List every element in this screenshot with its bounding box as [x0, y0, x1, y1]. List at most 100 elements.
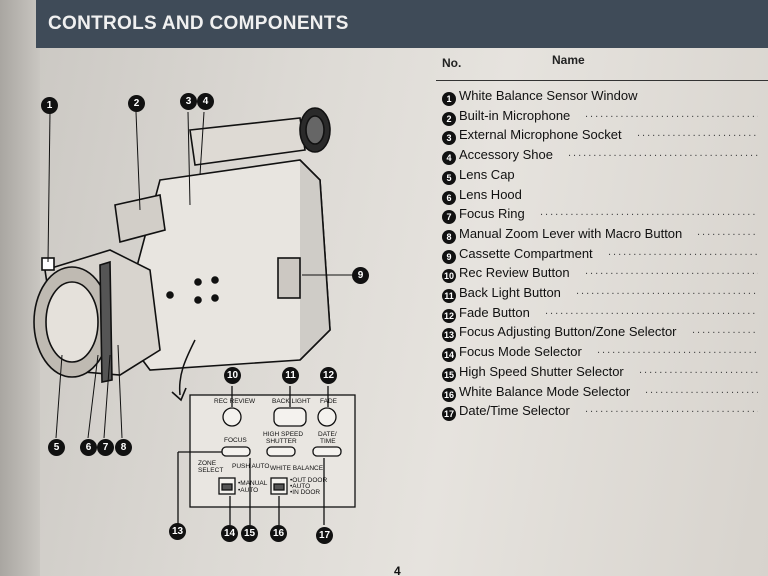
item-name: High Speed Shutter Selector	[459, 363, 624, 379]
leader-dots: ........................................…	[645, 383, 758, 396]
item-name: Focus Mode Selector	[459, 344, 582, 360]
zone-label: ZONE	[198, 460, 217, 467]
callout-2: 2	[128, 95, 145, 112]
item-name: Back Light Button	[459, 285, 561, 300]
leader-dots: ........................................…	[540, 206, 758, 219]
leader-dots: ........................................…	[576, 285, 758, 297]
leader-dots: ........................................…	[639, 363, 758, 376]
item-number-badge: 5	[442, 170, 456, 185]
callout-9: 9	[352, 267, 369, 284]
item-number-badge: 4	[442, 151, 456, 166]
callout-10: 10	[224, 367, 241, 384]
time-label: TIME	[320, 438, 336, 445]
page-title: CONTROLS AND COMPONENTS	[48, 13, 349, 34]
item-number-badge: 14	[442, 348, 456, 363]
callout-7: 7	[97, 439, 114, 456]
item-number-badge: 11	[442, 289, 456, 303]
item-name: Fade Button	[459, 304, 530, 320]
column-header-name: Name	[552, 53, 585, 67]
indoor-label: •IN DOOR	[290, 489, 320, 496]
leader-dots: ........................................…	[545, 304, 758, 317]
item-name: Date/Time Selector	[459, 403, 570, 419]
white-balance-label: WHITE BALANCE	[270, 465, 324, 472]
item-name: Lens Cap	[459, 166, 515, 182]
callout-4: 4	[197, 93, 214, 110]
panel-labels: REC REVIEW BACK LIGHT FADE FOCUS HIGH SP…	[198, 398, 338, 496]
item-number-badge: 10	[442, 269, 456, 284]
callout-14: 14	[221, 525, 238, 542]
column-header-no: No.	[442, 56, 462, 70]
page-shadow	[0, 0, 40, 576]
focus-label: FOCUS	[224, 437, 247, 444]
item-number-badge: 7	[442, 210, 456, 225]
page-number: 4	[394, 564, 401, 576]
leader-dots: ........................................…	[585, 265, 758, 278]
leader-dots: ........................................…	[597, 344, 758, 357]
shutter-label: SHUTTER	[266, 438, 297, 445]
manual-label: •MANUAL	[238, 480, 268, 487]
leader-dots: ........................................…	[585, 403, 758, 416]
item-name: White Balance Mode Selector	[459, 383, 631, 399]
item-name: Focus Ring	[459, 206, 525, 222]
item-number-badge: 12	[442, 308, 456, 323]
item-name: External Microphone Socket	[459, 127, 622, 143]
control-panel-illustration	[177, 386, 356, 525]
back-light-label: BACK LIGHT	[272, 398, 311, 405]
callout-17: 17	[316, 527, 333, 544]
header-rule	[436, 80, 768, 81]
leader-dots: ........................................…	[585, 107, 758, 120]
item-name: White Balance Sensor Window	[459, 88, 638, 103]
callout-15: 15	[241, 525, 258, 542]
item-number-badge: 8	[442, 229, 456, 244]
callout-11: 11	[282, 367, 299, 384]
callout-16: 16	[270, 525, 287, 542]
callout-6: 6	[80, 439, 97, 456]
leader-dots: ........................................…	[637, 127, 758, 140]
camcorder-illustration	[33, 107, 331, 402]
callout-5: 5	[48, 439, 65, 456]
item-name: Focus Adjusting Button/Zone Selector	[459, 324, 677, 340]
rec-review-label: REC REVIEW	[214, 398, 256, 405]
leader-lines	[47, 111, 352, 439]
item-name: Lens Hood	[459, 186, 522, 202]
item-number-badge: 9	[442, 249, 456, 264]
item-number-badge: 13	[442, 328, 456, 343]
item-name: Manual Zoom Lever with Macro Button	[459, 225, 683, 241]
item-number-badge: 1	[442, 92, 456, 106]
wb-auto-label: •AUTO	[290, 483, 310, 490]
item-name: Accessory Shoe	[459, 147, 553, 163]
leader-dots: ........................................…	[692, 324, 758, 337]
select-label: SELECT	[198, 467, 223, 474]
item-number-badge: 2	[442, 111, 456, 126]
auto-label: •AUTO	[238, 487, 258, 494]
callout-13: 13	[169, 523, 186, 540]
fade-label: FADE	[320, 398, 338, 405]
item-number-badge: 3	[442, 131, 456, 146]
item-name: Built-in Microphone	[459, 107, 571, 123]
item-number-badge: 17	[442, 407, 456, 422]
callout-12: 12	[320, 367, 337, 384]
callout-1: 1	[41, 97, 58, 114]
push-auto-label: PUSH AUTO	[232, 463, 269, 470]
leader-dots: ........................................…	[697, 225, 758, 238]
leader-dots: ........................................…	[608, 245, 758, 258]
high-speed-label: HIGH SPEED	[263, 431, 303, 438]
item-name: Cassette Compartment	[459, 245, 593, 261]
callout-8: 8	[115, 439, 132, 456]
